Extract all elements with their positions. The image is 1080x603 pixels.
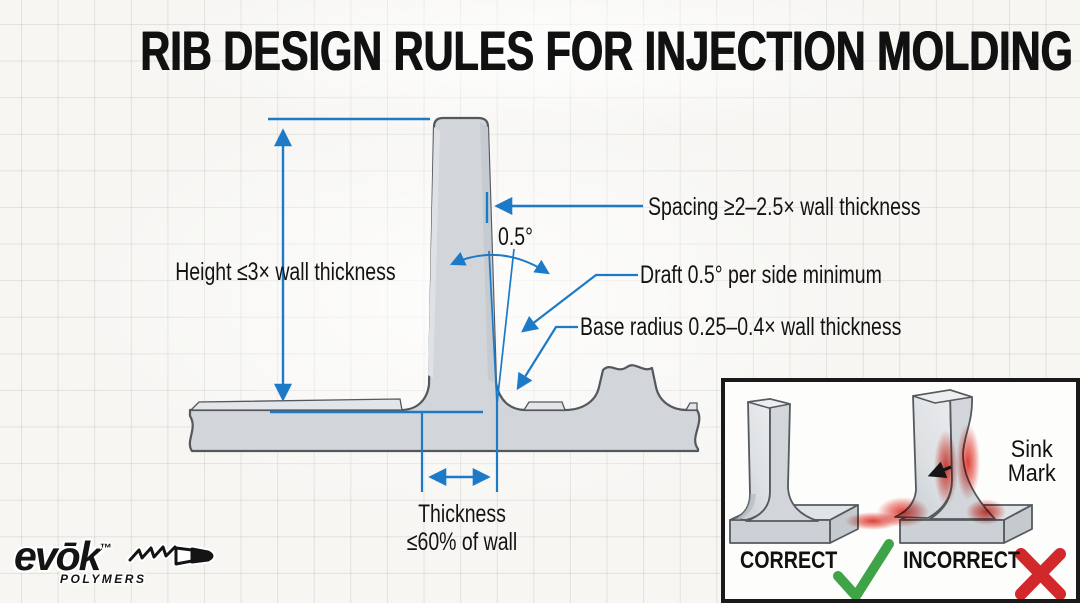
draft-angle-arc	[449, 251, 550, 275]
draft-line-vertical	[488, 250, 498, 405]
brand-name-text: evōk	[14, 533, 101, 579]
rib-shade-left	[428, 127, 440, 378]
sink-mark-shade	[845, 512, 901, 530]
draft-line-sloped	[496, 248, 515, 405]
draft-angle-value: 0.5°	[498, 223, 533, 251]
base-radius-label: Base radius 0.25–0.4× wall thickness	[580, 313, 902, 341]
draft-label: Draft 0.5° per side minimum	[640, 261, 882, 289]
correct-label: CORRECT	[740, 547, 838, 574]
thickness-label-line2: ≤60% of wall	[406, 528, 518, 556]
brand-trademark: ™	[99, 541, 112, 555]
page-title: RIB DESIGN RULES FOR INJECTION MOLDING	[140, 19, 1073, 82]
wall-top-face-mid	[522, 401, 566, 411]
base-radius-leader-arrow	[516, 325, 578, 391]
screw-icon	[126, 543, 216, 568]
wall-top-face-left	[189, 398, 403, 411]
brand-subtext: POLYMERS	[60, 572, 147, 586]
thickness-label: Thickness ≤60% of wall	[362, 500, 562, 556]
sink-arrow-icon	[927, 461, 952, 478]
brand-name: evōk™	[14, 526, 111, 578]
correct-rib-illustration	[729, 398, 859, 544]
sink-mark-label-line2: Mark	[1007, 460, 1056, 487]
incorrect-rib-illustration	[845, 389, 1033, 544]
sink-mark-shade	[956, 424, 980, 500]
inset-illustrations	[729, 389, 1066, 599]
sink-mark-label-line1: Sink	[1010, 436, 1053, 463]
thickness-label-line1: Thickness	[418, 500, 506, 528]
height-label: Height ≤3× wall thickness	[175, 258, 396, 286]
incorrect-label: INCORRECT	[903, 547, 1020, 574]
wall-top-face-right	[684, 402, 698, 411]
draft-leader-arrow	[521, 273, 638, 333]
spacing-label: Spacing ≥2–2.5× wall thickness	[648, 193, 921, 221]
check-icon	[833, 539, 894, 599]
sink-mark-shade	[966, 499, 1006, 525]
cross-icon	[1015, 548, 1066, 599]
brand-logo: evōk™ POLYMERS	[14, 526, 224, 598]
sink-mark-label: Sink Mark	[1003, 438, 1061, 486]
correct-incorrect-inset-panel: CORRECT INCORRECT Sink Mark	[721, 378, 1080, 603]
